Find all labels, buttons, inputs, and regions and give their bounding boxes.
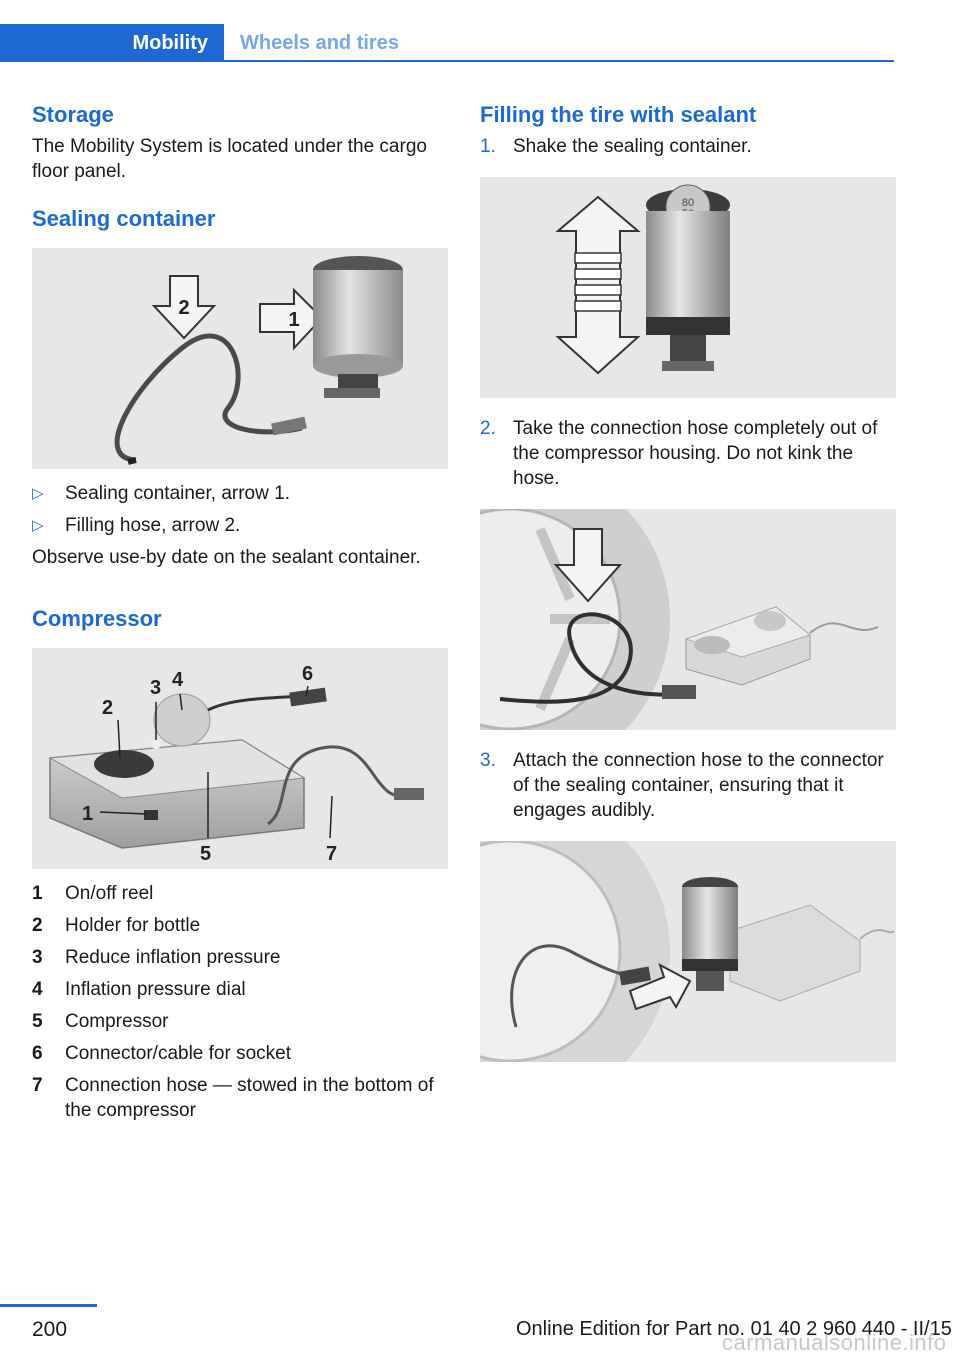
sealing-container-figure: 2 1 [32,248,448,469]
storage-text: The Mobility System is located under the… [32,136,427,182]
footer-accent-line [0,1304,97,1307]
fig-label-4: 4 [172,669,184,691]
fig-label-2: 2 [178,297,189,319]
step-item: 1.Shake the sealing container. [480,136,752,157]
sealing-bullet: ▷ Sealing container, arrow 1. [32,483,290,504]
fig-label-5: 5 [200,843,211,865]
compressor-figure: 1 2 3 4 5 6 7 [32,648,448,869]
attach-hose-figure [480,841,896,1062]
page-number: 200 [32,1318,68,1341]
fig-label-2: 2 [102,697,113,719]
gauge-label-top: 80 [682,197,694,209]
tab-mobility[interactable]: Mobility [0,24,224,62]
triangle-bullet-icon: ▷ [32,517,44,534]
triangle-bullet-icon: ▷ [32,485,44,502]
edition-text: Online Edition for Part no. 01 40 2 960 … [516,1318,952,1340]
storage-heading: Storage [32,102,114,127]
fill-tire-heading: Filling the tire with sealant [480,102,757,127]
use-by-note: Observe use-by date on the sealant conta… [32,547,421,568]
chapter-header: Mobility Wheels and tires [0,24,894,62]
sealing-container-heading: Sealing container [32,206,216,231]
compressor-heading: Compressor [32,606,162,631]
step-item: 3.Attach the connection hose to the conn… [480,750,884,821]
hose-removal-figure [480,509,896,730]
fig-label-6: 6 [302,663,313,685]
step-item: 2.Take the connection hose completely ou… [480,418,878,489]
tab-wheels-and-tires[interactable]: Wheels and tires [240,32,399,54]
sealing-bullet: ▷ Filling hose, arrow 2. [32,515,241,536]
fig-label-1: 1 [288,309,299,331]
shake-container-figure: 80 50 [480,177,896,398]
watermark: carmanualsonline.info [722,1330,947,1355]
right-column: Filling the tire with sealant 1.Shake th… [480,100,896,1062]
fig-label-3: 3 [150,677,161,699]
left-column: Storage The Mobility System is located u… [32,100,448,1123]
fig-label-7: 7 [326,843,337,865]
fig-label-1: 1 [82,803,93,825]
